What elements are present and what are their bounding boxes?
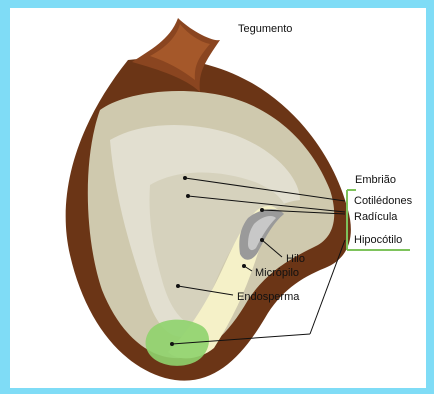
label-endosperma: Endosperma — [237, 291, 300, 303]
label-tegumento: Tegumento — [238, 23, 292, 35]
hypocotyl-tip — [146, 320, 210, 366]
label-cotiledones: Cotilédones — [354, 195, 413, 207]
label-embriao: Embrião — [355, 174, 396, 186]
label-hipocotilo: Hipocótilo — [354, 234, 402, 246]
label-radicula: Radícula — [354, 211, 398, 223]
label-micropilo: Micrópilo — [255, 267, 299, 279]
label-hilo: Hilo — [286, 253, 305, 265]
